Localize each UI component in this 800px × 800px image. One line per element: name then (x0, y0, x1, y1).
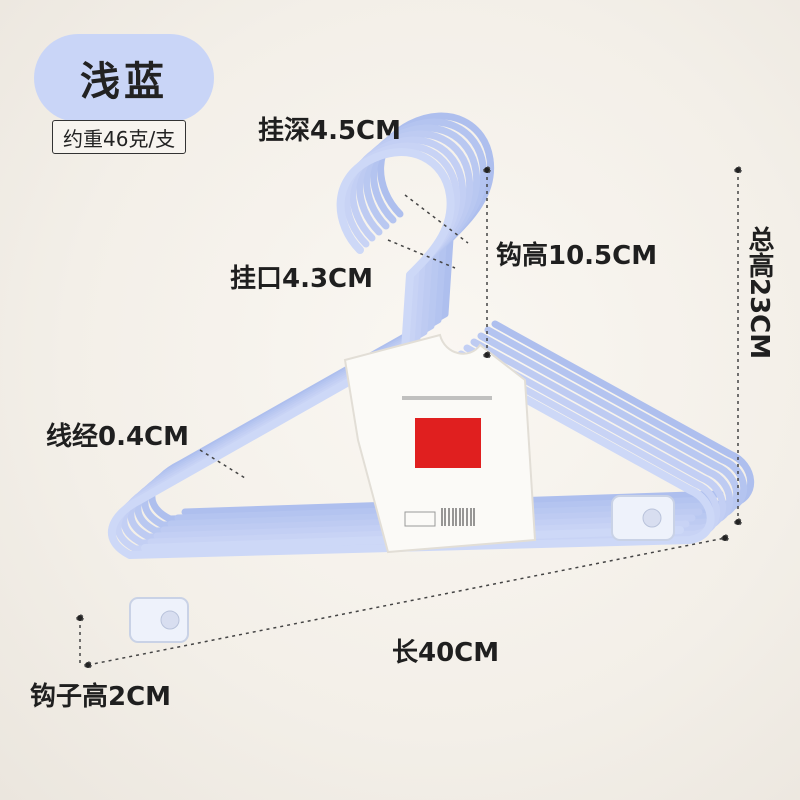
barcode (441, 508, 475, 526)
length-label: 长40CM (392, 638, 500, 668)
packaging-card (343, 333, 537, 554)
clip-height-label: 钩子高2CM (30, 682, 172, 712)
total-height-label: 总高23CM (744, 226, 774, 360)
clip-left (129, 597, 189, 643)
hook-depth-label: 挂深4.5CM (258, 116, 402, 146)
clip-right (611, 495, 675, 541)
weight-badge: 约重46克/支 (52, 120, 187, 154)
hook-height-label: 钩高10.5CM (496, 241, 658, 271)
dimension-guides (76, 166, 742, 669)
color-name-pill: 浅蓝 (34, 34, 214, 122)
hook-opening-label: 挂口4.3CM (230, 264, 374, 294)
wire-diameter-label: 线经0.4CM (46, 422, 190, 452)
red-logo-block (415, 418, 481, 468)
